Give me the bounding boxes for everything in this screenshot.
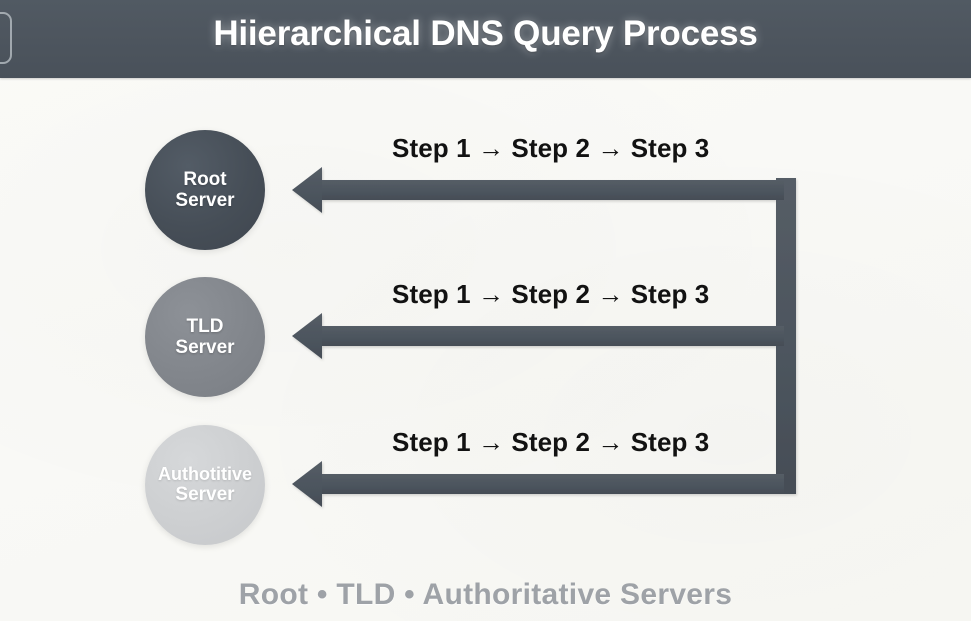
flow-arrowhead-3 [292,461,322,507]
step-sequence-row-3: Step 1 → Step 2 → Step 3 [392,427,710,457]
footer-caption: Root • TLD • Authoritative Servers [238,578,733,611]
flow-arrowhead-1 [292,167,322,213]
node-tld-server[interactable]: TLD Server [145,277,265,397]
flow-arm-1 [318,180,784,200]
flow-arm-3 [318,474,784,494]
flow-arm-2 [318,326,784,346]
node-authoritative-server-label-line2: Server [175,484,235,506]
node-tld-server-label-line2: Server [175,337,235,358]
window-chrome-artifact [0,12,12,64]
node-authoritative-server-label-line1: Authotitive [158,464,252,485]
node-authoritative-server[interactable]: Authotitive Server [145,425,265,545]
flow-spine [776,178,796,494]
step-sequence-row-2: Step 1 → Step 2 → Step 3 [392,279,710,309]
step-sequence-row-1: Step 1 → Step 2 → Step 3 [392,133,710,163]
slide-header-bar: Hiierarchical DNS Query Process [0,0,971,78]
node-root-server[interactable]: Root Server [145,130,265,250]
node-tld-server-label-line1: TLD [186,315,224,337]
node-root-server-label-line1: Root [183,168,227,190]
page-title: Hiierarchical DNS Query Process [213,14,758,53]
flow-arrowhead-2 [292,313,322,359]
node-root-server-label-line2: Server [175,190,235,211]
